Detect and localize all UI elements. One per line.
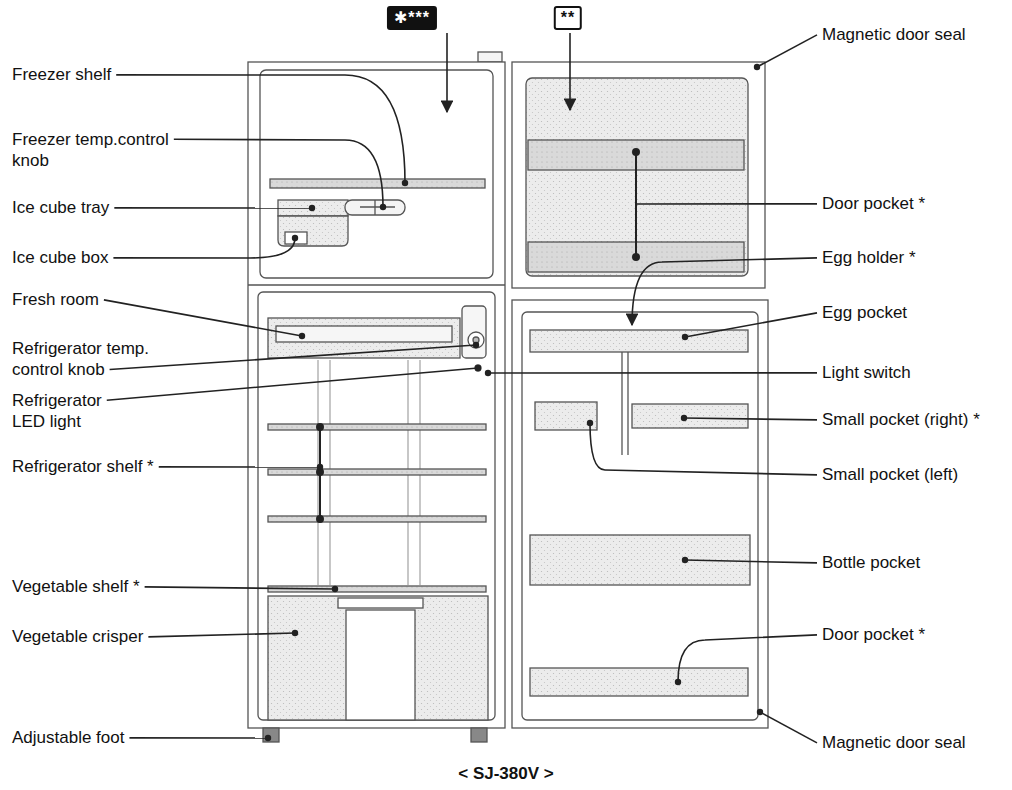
leader-dot xyxy=(473,342,479,348)
leader-dot xyxy=(681,415,687,421)
part-label: Vegetable crisper xyxy=(12,626,143,647)
leader-dot xyxy=(587,420,593,426)
part-label: Ice cube tray xyxy=(12,197,109,218)
leader-line xyxy=(632,258,817,325)
leader-dot xyxy=(475,365,481,371)
leader-line xyxy=(685,560,817,563)
leader-line xyxy=(114,207,312,209)
leader-line xyxy=(145,587,335,589)
leader-dot xyxy=(332,586,338,592)
part-label: Vegetable shelf * xyxy=(12,576,140,597)
leader-dot xyxy=(292,235,298,241)
part-label: Door pocket * xyxy=(822,624,925,645)
part-label: Magnetic door seal xyxy=(822,732,966,753)
part-label: Adjustable foot xyxy=(12,727,124,748)
leader-line xyxy=(107,368,478,400)
part-label: Light switch xyxy=(822,362,911,383)
leader-line xyxy=(110,345,476,370)
leader-dot xyxy=(292,630,298,636)
part-label: Egg holder * xyxy=(822,247,916,268)
leader-dot xyxy=(682,334,688,340)
rating-symbol: ** xyxy=(554,6,582,30)
part-label: Door pocket * xyxy=(822,193,925,214)
leader-line xyxy=(569,33,571,110)
part-label: Refrigerator shelf * xyxy=(12,456,154,477)
leader-dot xyxy=(309,205,315,211)
part-label: Small pocket (left) xyxy=(822,464,958,485)
part-label: Refrigerator temp. control knob xyxy=(12,338,172,381)
leader-dot xyxy=(757,709,763,715)
leader-line xyxy=(636,203,817,205)
leader-dot xyxy=(402,180,408,186)
part-label: Egg pocket xyxy=(822,302,907,323)
leader-line xyxy=(757,35,817,67)
part-label: Freezer shelf xyxy=(12,64,111,85)
leader-line xyxy=(113,238,295,258)
leader-dot xyxy=(317,464,323,470)
leader-line xyxy=(684,418,817,420)
part-label: Fresh room xyxy=(12,289,99,310)
part-label: Freezer temp.control knob xyxy=(12,129,184,172)
rating-symbol: ✱*** xyxy=(387,6,437,30)
caption: < SJ-380V > xyxy=(458,764,553,784)
leader-dot xyxy=(380,204,386,210)
leader-dot xyxy=(265,735,271,741)
part-label: Ice cube box xyxy=(12,247,108,268)
leader-line xyxy=(116,75,405,183)
leader-dot xyxy=(675,679,681,685)
part-label: Small pocket (right) * xyxy=(822,409,980,430)
leader-line xyxy=(129,737,268,739)
part-label: Refrigerator LED light xyxy=(12,390,132,433)
leader-line xyxy=(148,633,295,637)
part-label: Magnetic door seal xyxy=(822,24,966,45)
leader-dot xyxy=(485,370,491,376)
leader-line xyxy=(104,300,302,336)
leader-line xyxy=(174,139,383,207)
leader-line xyxy=(488,372,817,374)
leader-line xyxy=(446,33,448,112)
leader-dot xyxy=(754,64,760,70)
part-label: Bottle pocket xyxy=(822,552,920,573)
leader-line xyxy=(760,712,817,743)
leader-line xyxy=(159,466,320,468)
leader-line xyxy=(685,313,817,337)
leader-line xyxy=(678,635,817,682)
leader-line xyxy=(590,423,817,475)
leader-dot xyxy=(682,557,688,563)
leader-dot xyxy=(299,333,305,339)
